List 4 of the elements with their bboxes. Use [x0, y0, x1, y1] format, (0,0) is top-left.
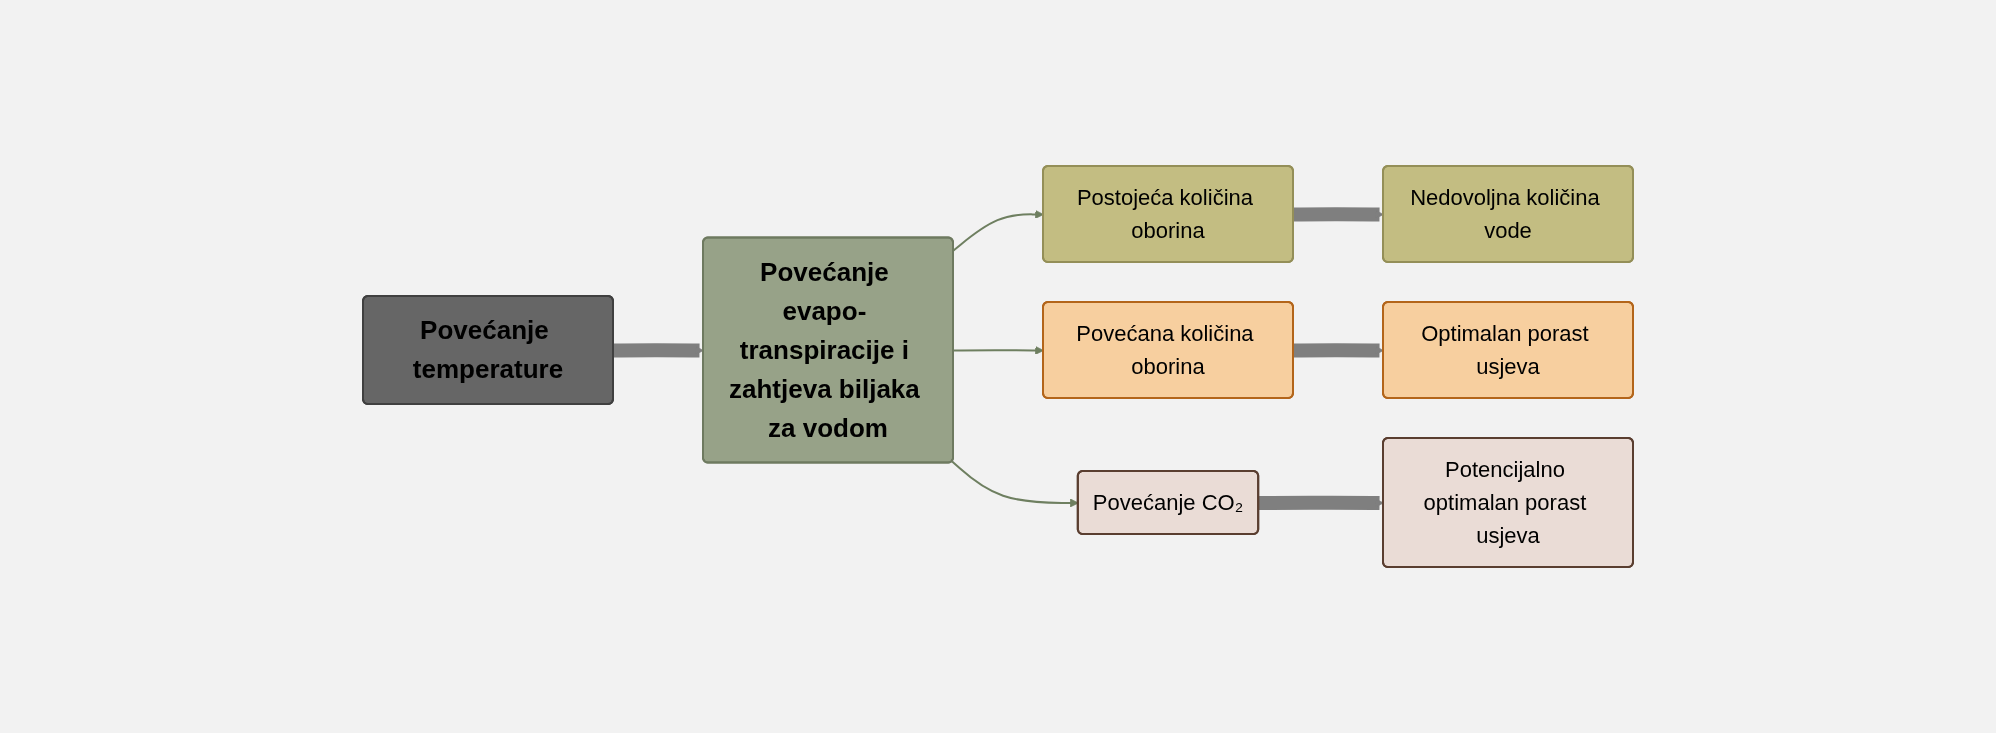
arrow [1293, 343, 1384, 358]
arrow [1293, 207, 1384, 222]
arrow [613, 343, 704, 358]
arrow [1258, 495, 1384, 510]
